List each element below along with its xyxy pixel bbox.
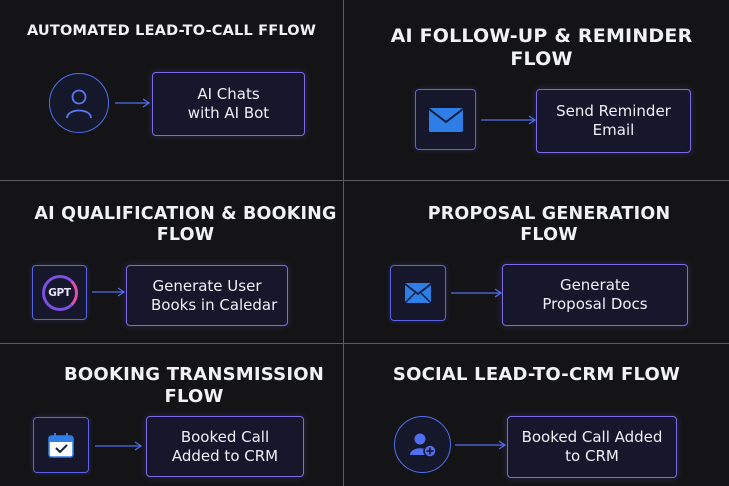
panel-title: AI FOLLOW-UP & REMINDER FLOW: [354, 25, 729, 71]
step-box: Generate Proposal Docs: [502, 264, 688, 326]
step-box: Booked Call Added to CRM: [507, 416, 677, 478]
mail-icon: [415, 89, 476, 150]
step-line: Generate: [559, 276, 631, 295]
panel-title-line: FLOW: [164, 385, 224, 407]
step-line: Email: [592, 121, 635, 139]
gpt-logo-text: GPT: [48, 286, 71, 299]
panel-title: AI QUALIFICATION & BOOKING FLOW: [28, 204, 343, 246]
arrow-icon: [95, 441, 143, 451]
panel-title-line: BOOKING TRANSMISSION: [64, 364, 324, 385]
panel-title: SOCIAL LEAD-TO-CRM FLOW: [392, 364, 681, 385]
arrow-icon: [92, 287, 126, 297]
step-line: with AI Bot: [187, 104, 270, 122]
panel-automated-lead-to-call: AUTOMATED LEAD-TO-CALL FFLOW AI Chats wi…: [0, 0, 344, 181]
panel-title-line: FLOW: [156, 225, 215, 245]
arrow-icon: [451, 288, 503, 298]
step-box: AI Chats with AI Bot: [152, 72, 305, 136]
step-box: Send Reminder Email: [536, 89, 691, 153]
arrow-icon: [115, 98, 151, 108]
panel-title-line: FLOW: [520, 225, 578, 245]
step-line: to CRM: [565, 447, 619, 465]
gpt-logo-icon: GPT: [32, 265, 87, 320]
panel-qualification-booking: AI QUALIFICATION & BOOKING FLOW GPT Gene…: [0, 181, 344, 344]
panel-booking-transmission: BOOKING TRANSMISSION FLOW Booked Call Ad…: [0, 344, 344, 486]
user-icon: [49, 73, 109, 133]
step-line: Added to CRM: [171, 446, 279, 465]
step-line: Booked Call Added: [521, 428, 663, 447]
panel-title: AUTOMATED LEAD-TO-CALL FFLOW: [26, 23, 317, 39]
mail-icon: [390, 265, 446, 321]
step-line: AI Chats: [197, 85, 260, 104]
step-line: Proposal Docs: [542, 295, 648, 313]
step-line: Booked Call: [180, 427, 270, 446]
step-line: Books in Caledar: [136, 295, 278, 314]
step-line: Generate User: [152, 276, 262, 295]
panel-title: PROPOSAL GENERATION FLOW: [369, 204, 729, 246]
panel-title-line: PROPOSAL GENERATION: [427, 204, 671, 224]
step-box: Generate User Books in Caledar: [126, 265, 288, 326]
step-box: Booked Call Added to CRM: [146, 416, 304, 477]
panel-social-lead-to-crm: SOCIAL LEAD-TO-CRM FLOW Booked Call Adde…: [344, 344, 729, 486]
arrow-icon: [481, 115, 537, 125]
step-line: Send Reminder: [556, 102, 671, 121]
add-user-icon: [394, 416, 451, 473]
arrow-icon: [455, 440, 507, 450]
panel-title-line: FLOW: [510, 47, 573, 70]
panel-title-line: AI QUALIFICATION & BOOKING: [34, 204, 337, 224]
panel-title-line: AI FOLLOW-UP & REMINDER: [390, 25, 693, 47]
panel-follow-up-reminder: AI FOLLOW-UP & REMINDER FLOW Send Remind…: [344, 0, 729, 181]
calendar-icon: [33, 417, 89, 473]
panel-title: BOOKING TRANSMISSION FLOW: [45, 364, 343, 407]
panel-proposal-generation: PROPOSAL GENERATION FLOW Generate Propos…: [344, 181, 729, 344]
